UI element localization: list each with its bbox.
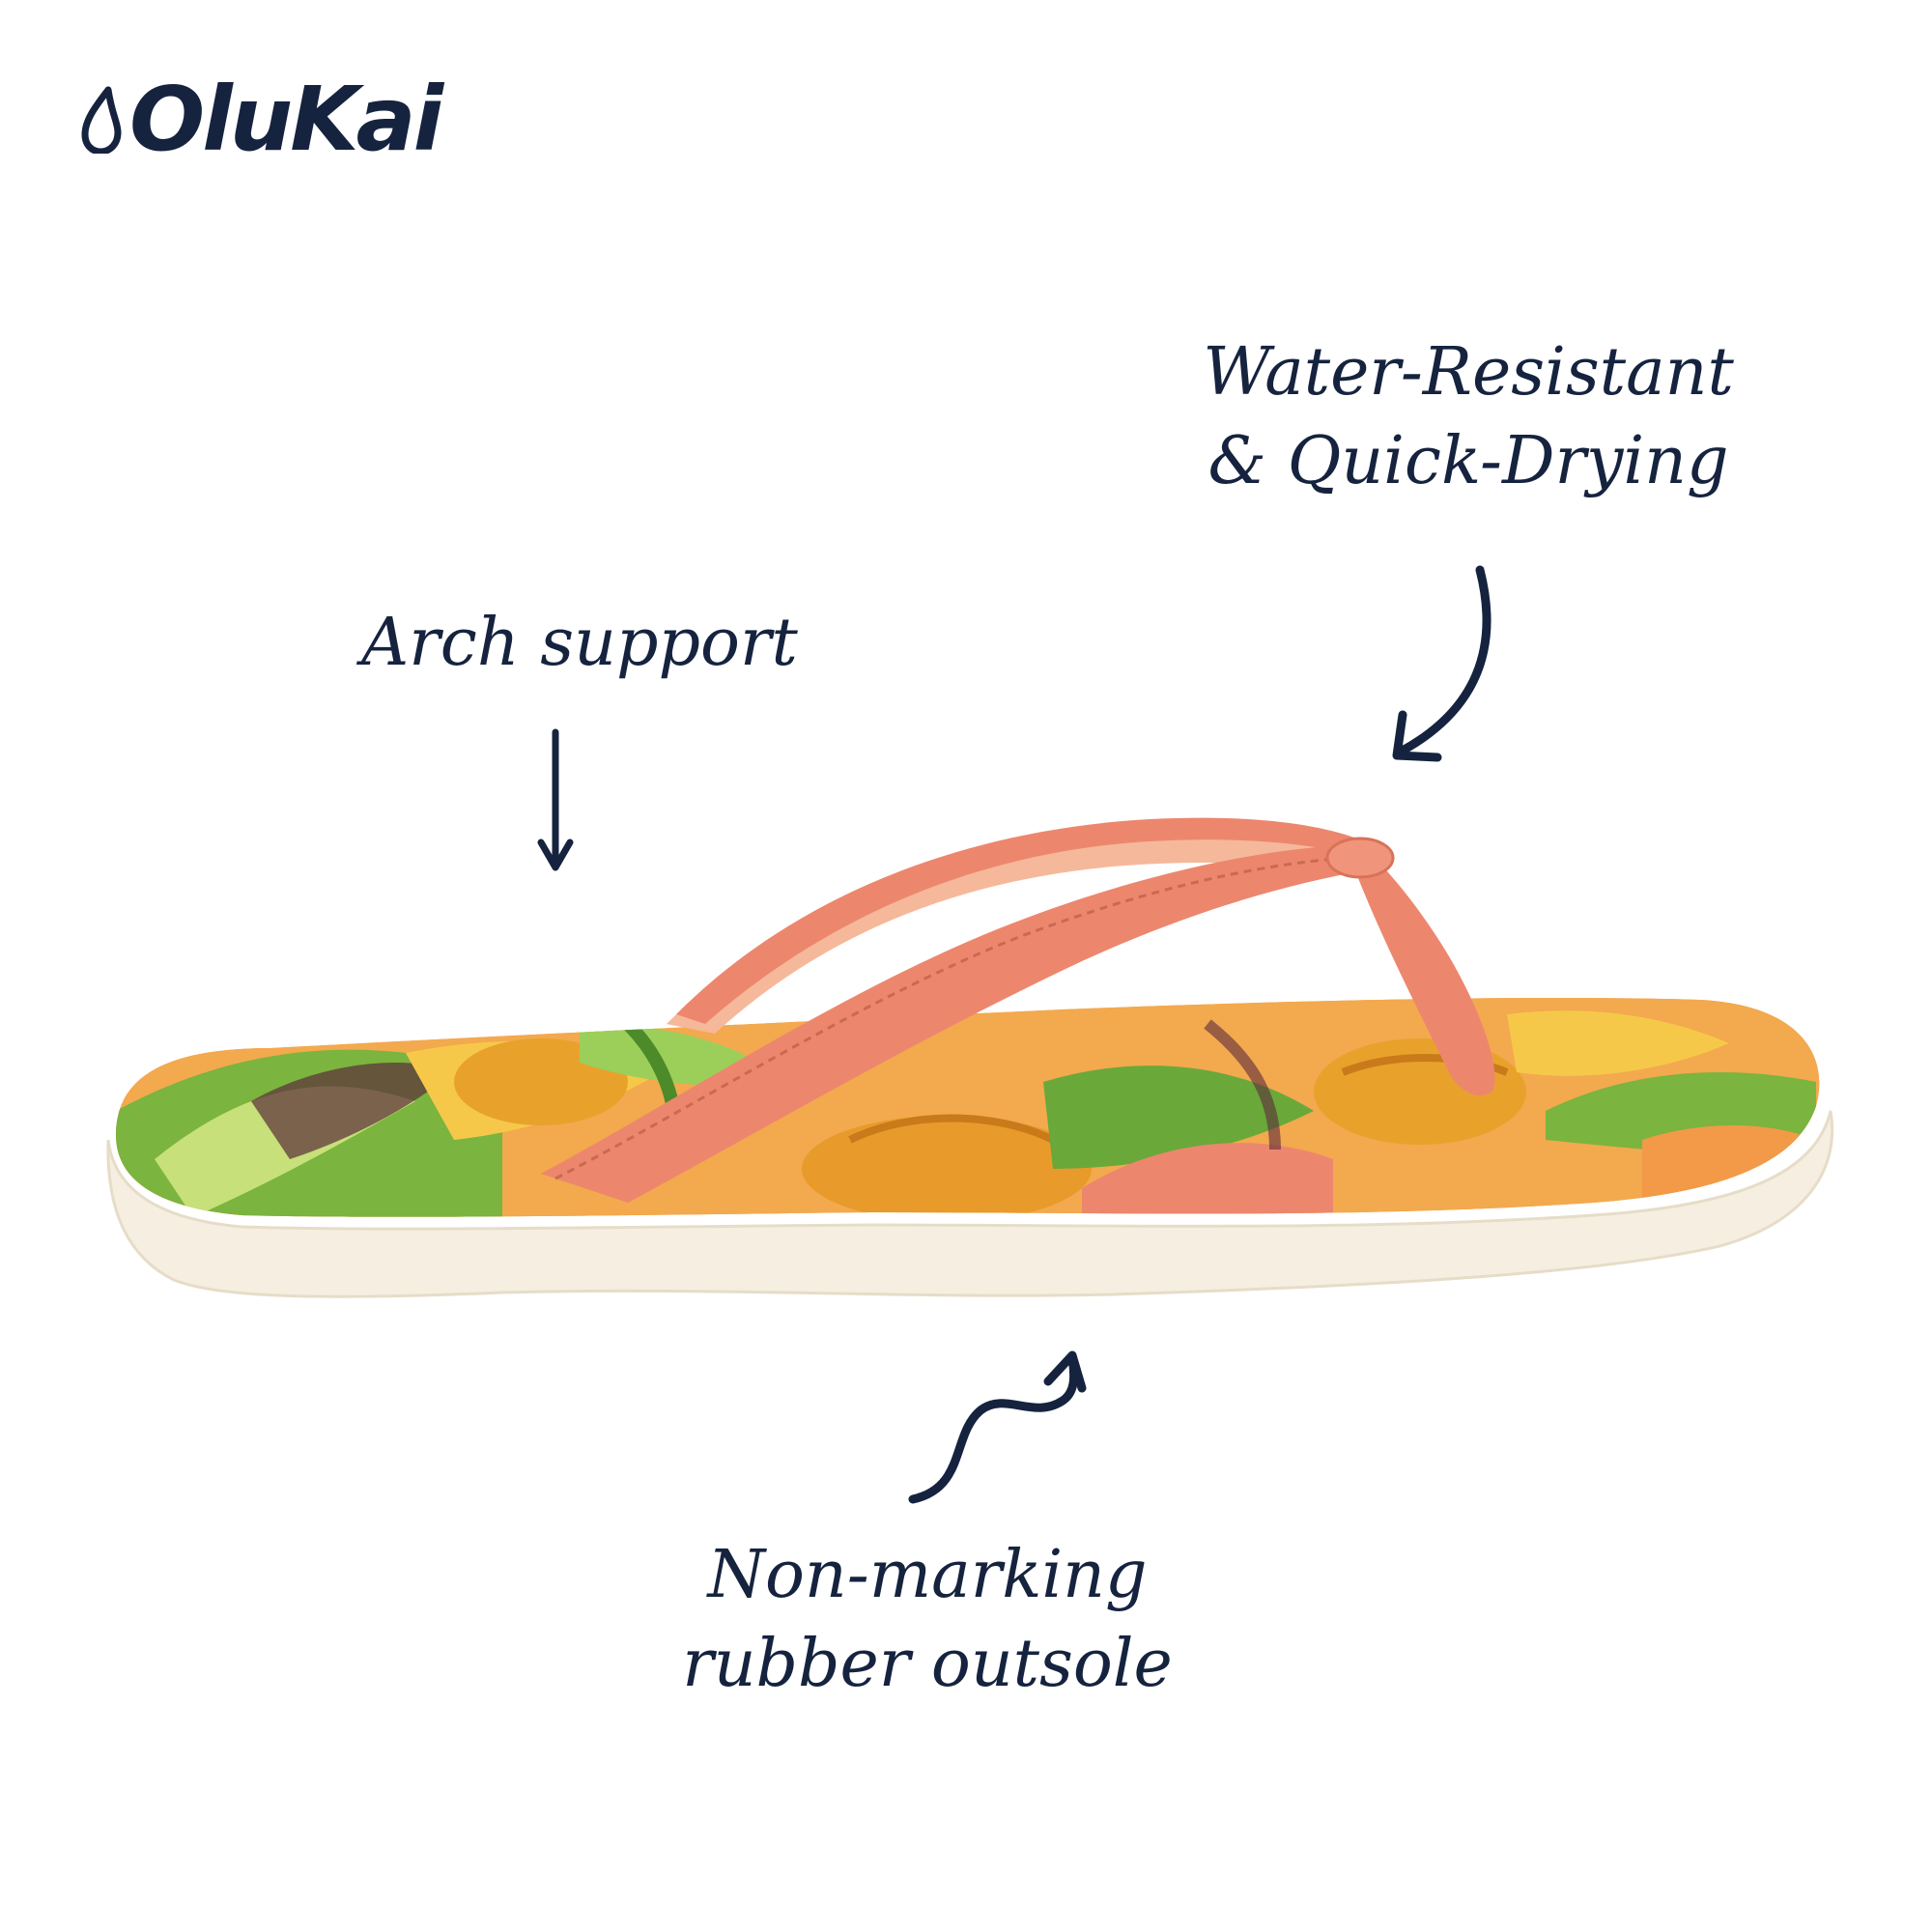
callout-outsole-line1: Non-marking [707, 1537, 1148, 1613]
brand-logo: OluKai [79, 68, 443, 171]
strap-top [676, 817, 1357, 1024]
toe-post-cap [1325, 837, 1395, 879]
callout-arch-support: Arch support [361, 605, 798, 681]
callout-outsole: Non-marking rubber outsole [676, 1531, 1179, 1709]
callout-water-line2: & Quick-Drying [1208, 423, 1729, 499]
callout-water-resistant: Water-Resistant & Quick-Drying [1169, 328, 1768, 506]
strap-front [541, 845, 1372, 1203]
toe-post [1348, 850, 1495, 1095]
callout-outsole-line2: rubber outsole [682, 1626, 1173, 1702]
callout-water-line1: Water-Resistant [1203, 334, 1734, 411]
drop-icon [81, 86, 122, 154]
outsole [106, 1110, 1834, 1298]
brand-name: OluKai [129, 68, 443, 171]
